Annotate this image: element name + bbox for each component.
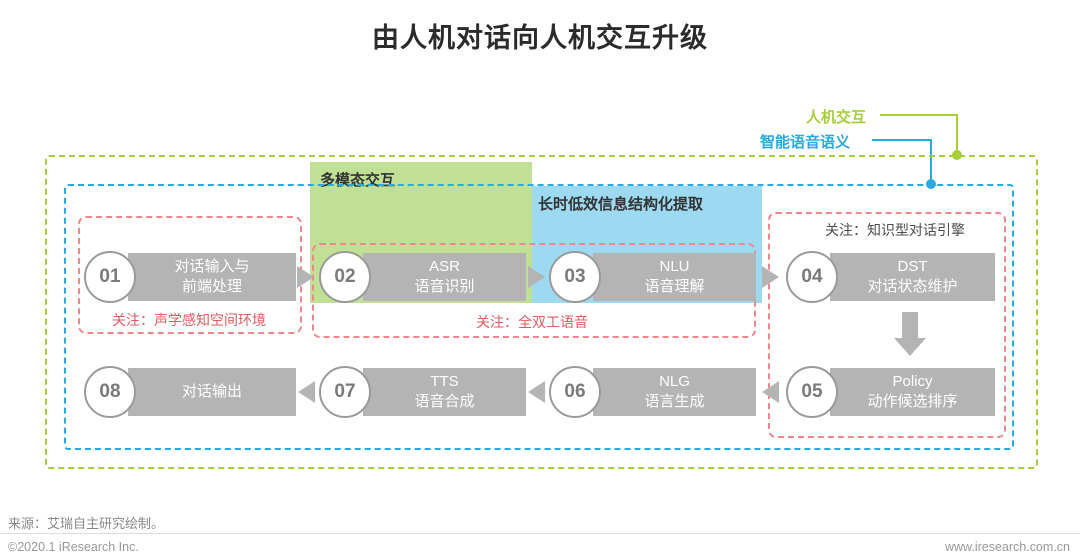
legend-hmi-connector-h bbox=[880, 114, 958, 116]
arrow-down-icon bbox=[894, 338, 926, 356]
node-06-number: 06 bbox=[549, 366, 601, 418]
node-04-line2: 对话状态维护 bbox=[867, 278, 958, 295]
footer-divider bbox=[0, 533, 1080, 534]
page-title: 由人机对话向人机交互升级 bbox=[372, 23, 708, 53]
node-05-line1: Policy bbox=[892, 373, 933, 391]
node-01-line1: 对话输入与 bbox=[174, 258, 250, 276]
arrow-right-icon bbox=[762, 266, 779, 288]
note-knowledge: 关注：知识型对话引擎 bbox=[825, 222, 965, 238]
arrow-left-icon bbox=[528, 381, 545, 403]
copyright-text: ©2020.1 iResearch Inc. bbox=[8, 540, 139, 554]
node-07-line1: TTS bbox=[430, 373, 459, 391]
node-05-line2: 动作候选排序 bbox=[867, 393, 958, 410]
note-duplex: 关注：全双工语音 bbox=[476, 314, 588, 330]
legend-speech-connector-h bbox=[872, 139, 932, 141]
frame-speech bbox=[64, 184, 1014, 450]
node-05-number: 05 bbox=[786, 366, 838, 418]
node-01-line2: 前端处理 bbox=[181, 278, 242, 295]
arrow-down-icon bbox=[902, 312, 918, 338]
node-02-line2: 语音识别 bbox=[414, 278, 475, 295]
node-02-line1: ASR bbox=[429, 258, 460, 276]
node-04-box: DST 对话状态维护 bbox=[830, 253, 995, 301]
source-note: 来源：艾瑞自主研究绘制。 bbox=[8, 516, 165, 531]
node-02-box: ASR 语音识别 bbox=[363, 253, 526, 301]
node-01-box: 对话输入与 前端处理 bbox=[128, 253, 296, 301]
region-longterm-label: 长时低效信息结构化提取 bbox=[538, 196, 704, 213]
website-link: www.iresearch.com.cn bbox=[944, 540, 1070, 554]
focus-box-knowledge bbox=[768, 212, 1006, 438]
node-03-box: NLU 语音理解 bbox=[593, 253, 756, 301]
node-07-line2: 语音合成 bbox=[414, 393, 475, 410]
node-08-number: 08 bbox=[84, 366, 136, 418]
note-acoustic: 关注：声学感知空间环境 bbox=[112, 312, 266, 328]
legend-speech-connector-v bbox=[930, 139, 932, 183]
node-03-line2: 语音理解 bbox=[644, 278, 705, 295]
node-04-line1: DST bbox=[897, 258, 928, 276]
frame-hmi bbox=[45, 155, 1038, 469]
arrow-right-icon bbox=[297, 266, 314, 288]
arrow-left-icon bbox=[298, 381, 315, 403]
node-05-box: Policy 动作候选排序 bbox=[830, 368, 995, 416]
arrow-left-icon bbox=[762, 381, 779, 403]
node-03-line1: NLU bbox=[659, 258, 690, 276]
arrow-right-icon bbox=[528, 266, 545, 288]
node-08-box: 对话输出 bbox=[128, 368, 296, 416]
node-01-number: 01 bbox=[84, 251, 136, 303]
node-07-box: TTS 语音合成 bbox=[363, 368, 526, 416]
node-07-number: 07 bbox=[319, 366, 371, 418]
node-06-box: NLG 语言生成 bbox=[593, 368, 756, 416]
node-03-number: 03 bbox=[549, 251, 601, 303]
node-04-number: 04 bbox=[786, 251, 838, 303]
legend-speech-label: 智能语音语义 bbox=[760, 134, 851, 151]
node-06-line2: 语言生成 bbox=[644, 393, 705, 410]
legend-hmi-label: 人机交互 bbox=[806, 109, 867, 126]
node-06-line1: NLG bbox=[659, 373, 690, 391]
legend-hmi-connector-v bbox=[956, 114, 958, 154]
node-02-number: 02 bbox=[319, 251, 371, 303]
node-08-line1: 对话输出 bbox=[181, 383, 242, 401]
